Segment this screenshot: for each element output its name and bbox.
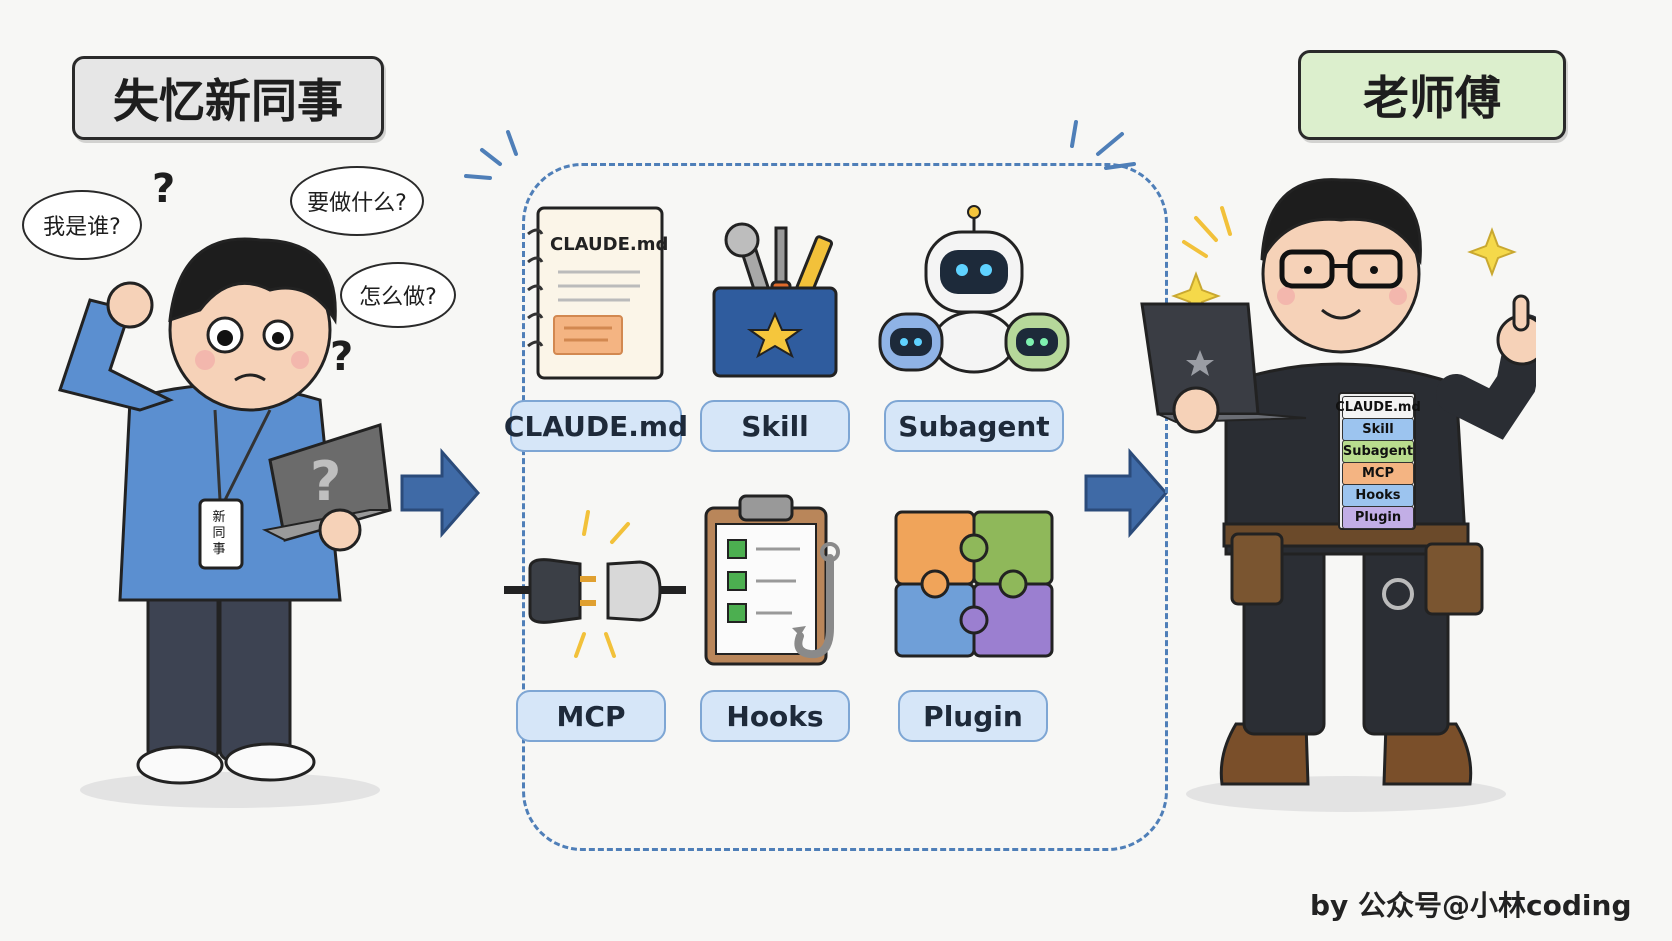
question-mark: ? <box>330 334 354 380</box>
confused-colleague-illustration: ? <box>58 237 392 808</box>
sparkle-lines-icon <box>464 130 518 180</box>
label-skill: Skill <box>700 400 850 452</box>
label-claude-md: CLAUDE.md <box>504 400 688 452</box>
arrow-right-icon <box>400 448 480 538</box>
left-title: 失忆新同事 <box>72 56 384 140</box>
label-plugin: Plugin <box>898 690 1048 742</box>
bubble-who: 我是谁? <box>22 190 142 260</box>
puzzle-icon <box>894 510 1054 658</box>
clipboard-hook-icon <box>704 494 840 666</box>
stack-badge-plugin: Plugin <box>1342 506 1414 529</box>
bubble-what: 要做什么? <box>290 166 424 236</box>
stack-badge-mcp: MCP <box>1342 462 1414 485</box>
label-hooks: Hooks <box>700 690 850 742</box>
stack-badge-subagent: Subagent <box>1342 440 1414 463</box>
toolkit-frame <box>522 163 1168 851</box>
label-subagent: Subagent <box>884 400 1064 452</box>
notebook-icon: CLAUDE.md <box>527 206 668 380</box>
arrow-right-icon <box>1084 448 1168 538</box>
skill-stack: CLAUDE.md Skill Subagent MCP Hooks Plugi… <box>1335 392 1421 530</box>
bubble-how: 怎么做? <box>340 262 456 328</box>
label-mcp: MCP <box>516 690 666 742</box>
svg-text:?: ? <box>310 450 341 513</box>
sparkle-lines-icon <box>1070 120 1136 170</box>
author-credit: by 公众号@小林coding <box>1310 889 1632 922</box>
toolbox-icon <box>712 222 838 378</box>
name-badge: 新同事 <box>212 510 226 557</box>
right-title: 老师傅 <box>1298 50 1566 140</box>
question-mark: ? <box>152 166 176 212</box>
plug-icon <box>504 510 686 658</box>
stack-badge-skill: Skill <box>1342 418 1414 441</box>
master-illustration <box>1140 178 1536 812</box>
stack-badge-claude-md: CLAUDE.md <box>1335 396 1421 419</box>
stack-badge-hooks: Hooks <box>1342 484 1414 507</box>
robots-icon <box>878 205 1070 374</box>
notebook-title: CLAUDE.md <box>550 234 668 255</box>
